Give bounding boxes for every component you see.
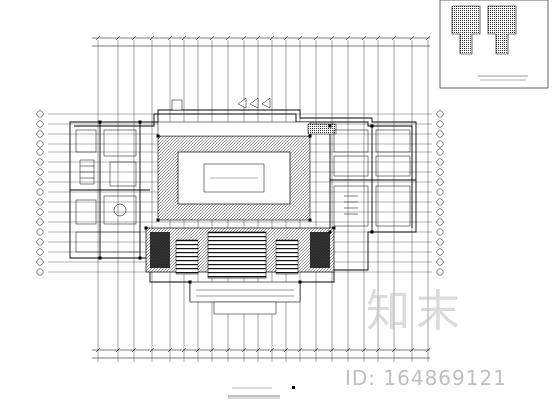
- dimension-tick: [345, 35, 351, 41]
- dimension-tick: [209, 35, 215, 41]
- axis-bubble: [36, 218, 44, 226]
- axis-bubble: [436, 198, 444, 206]
- left-wing-rooms: [75, 129, 141, 253]
- column: [298, 280, 302, 284]
- column: [328, 124, 332, 128]
- axis-bubble: [36, 228, 44, 236]
- axis-bubble: [36, 168, 44, 176]
- axis-bubble: [436, 258, 444, 266]
- left-axis-bubbles: [36, 110, 44, 276]
- dimension-tick: [241, 35, 247, 41]
- main-hall-and-stairs: [145, 227, 335, 315]
- column: [308, 218, 312, 222]
- column: [332, 226, 336, 230]
- axis-bubble: [36, 158, 44, 166]
- axis-bubble: [436, 158, 444, 166]
- top-grid-ticks: [95, 35, 431, 353]
- dimension-tick: [329, 35, 335, 41]
- dimension-tick: [181, 35, 187, 41]
- column: [98, 120, 102, 124]
- roof-lantern-marks: [171, 97, 337, 135]
- watermark-logo: 知末: [366, 286, 466, 337]
- dimension-tick: [283, 35, 289, 41]
- structural-columns: [98, 120, 374, 284]
- axis-bubble: [36, 268, 44, 276]
- dimension-tick: [391, 35, 397, 41]
- axis-bubble: [436, 140, 444, 148]
- dimension-tick: [409, 35, 415, 41]
- dimension-tick: [361, 35, 367, 41]
- column: [370, 124, 374, 128]
- column: [144, 226, 148, 230]
- dimension-tick: [255, 35, 261, 41]
- dimension-tick: [115, 35, 121, 41]
- axis-bubble: [36, 248, 44, 256]
- top-dimension-lines: [92, 37, 430, 47]
- dimension-tick: [131, 35, 137, 41]
- axis-bubble: [436, 218, 444, 226]
- key-plan-inset: [439, 0, 549, 89]
- column: [156, 134, 160, 138]
- bottom-dimension-lines: [92, 349, 430, 359]
- axis-bubble: [436, 130, 444, 138]
- axis-bubble: [36, 208, 44, 216]
- plan-title: [228, 386, 295, 399]
- column: [98, 256, 102, 260]
- axis-bubble: [36, 178, 44, 186]
- axis-bubble: [36, 148, 44, 156]
- axis-bubble: [436, 148, 444, 156]
- axis-bubble: [436, 178, 444, 186]
- column: [156, 218, 160, 222]
- dimension-tick: [95, 35, 101, 41]
- axis-bubble: [436, 168, 444, 176]
- axis-bubble: [36, 188, 44, 196]
- central-courtyard: [157, 121, 311, 221]
- axis-bubble: [36, 130, 44, 138]
- column: [308, 134, 312, 138]
- right-axis-bubbles: [436, 110, 444, 276]
- watermark-id: ID: 164869121: [345, 366, 507, 390]
- axis-bubble: [436, 208, 444, 216]
- axis-bubble: [36, 198, 44, 206]
- axis-bubble: [36, 140, 44, 148]
- axis-bubble: [36, 120, 44, 128]
- column: [328, 230, 332, 234]
- axis-bubble: [436, 248, 444, 256]
- axis-bubble: [436, 228, 444, 236]
- axis-bubble: [436, 238, 444, 246]
- axis-bubble: [436, 268, 444, 276]
- axis-bubble: [36, 258, 44, 266]
- dimension-tick: [225, 35, 231, 41]
- right-wing-rooms: [333, 129, 411, 227]
- axis-bubble: [36, 238, 44, 246]
- column: [188, 280, 192, 284]
- dimension-tick: [375, 35, 381, 41]
- column: [370, 230, 374, 234]
- dimension-tick: [425, 35, 431, 41]
- axis-bubble: [436, 110, 444, 118]
- dimension-tick: [313, 35, 319, 41]
- axis-bubble: [36, 110, 44, 118]
- dimension-tick: [195, 35, 201, 41]
- column: [138, 256, 142, 260]
- dimension-tick: [167, 35, 173, 41]
- dimension-tick: [297, 35, 303, 41]
- axis-bubble: [436, 188, 444, 196]
- dimension-tick: [269, 35, 275, 41]
- dimension-tick: [149, 35, 155, 41]
- column: [138, 120, 142, 124]
- axis-bubble: [436, 120, 444, 128]
